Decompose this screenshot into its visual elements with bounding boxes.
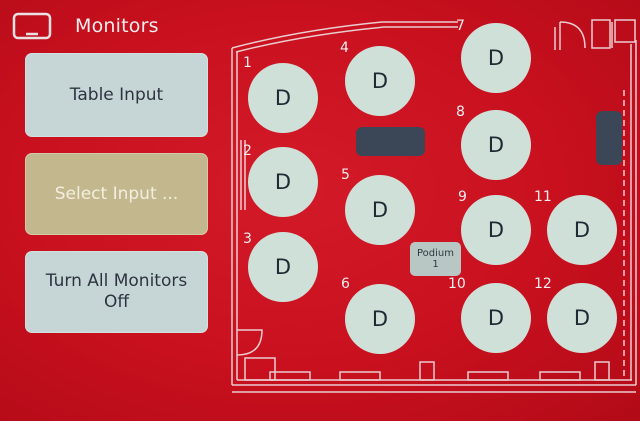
podium-number: 1 [432,259,439,270]
table-number-1: 1 [243,55,252,71]
table-number-10: 10 [448,276,466,292]
table-number-7: 7 [456,18,465,34]
table-7[interactable]: D [461,23,531,93]
page-title: Monitors [75,15,159,37]
table-number-8: 8 [456,104,465,120]
display-screen-right [596,111,622,165]
table-number-9: 9 [458,189,467,205]
table-number-3: 3 [243,231,252,247]
table-number-11: 11 [534,189,552,205]
table-11[interactable]: D [547,195,617,265]
table-10[interactable]: D [461,283,531,353]
table-8[interactable]: D [461,110,531,180]
table-9[interactable]: D [461,195,531,265]
table-number-5: 5 [341,167,350,183]
table-3[interactable]: D [248,232,318,302]
table-6[interactable]: D [345,284,415,354]
table-1[interactable]: D [248,63,318,133]
monitor-icon [12,12,52,40]
display-screen-left [356,127,425,156]
podium[interactable]: Podium 1 [410,242,461,276]
table-number-12: 12 [534,276,552,292]
table-input-button[interactable]: Table Input [25,53,208,137]
table-number-4: 4 [340,40,349,56]
table-number-6: 6 [341,276,350,292]
header: Monitors [0,0,230,50]
turn-all-monitors-off-button[interactable]: Turn All Monitors Off [25,251,208,333]
select-input-button[interactable]: Select Input ... [25,153,208,235]
table-number-2: 2 [243,143,252,159]
table-2[interactable]: D [248,147,318,217]
table-5[interactable]: D [345,175,415,245]
podium-label: Podium [417,248,454,259]
table-4[interactable]: D [345,46,415,116]
table-12[interactable]: D [547,283,617,353]
